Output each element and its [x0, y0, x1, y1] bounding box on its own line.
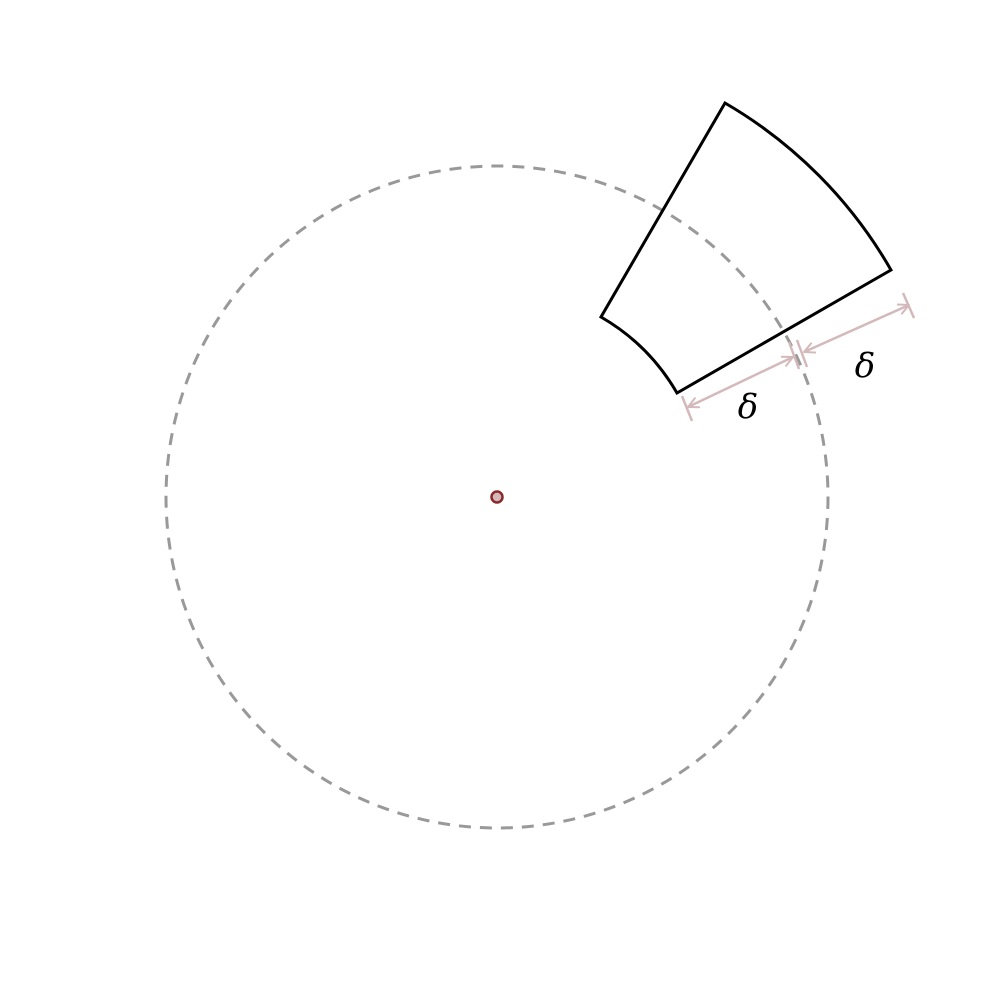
reference-circle	[164, 164, 830, 830]
outer-delta-tick-start	[795, 339, 809, 368]
inner-delta-arrow	[687, 355, 794, 409]
outer-delta-arrow	[803, 303, 910, 354]
outer-delta-dimension: δ	[795, 292, 916, 386]
center-point	[490, 490, 504, 504]
inner-delta-tick-end	[787, 341, 801, 370]
inner-delta-label: δ	[738, 387, 758, 427]
inner-delta-tick-start	[680, 395, 694, 422]
outer-delta-label: δ	[855, 346, 875, 386]
annular-sector	[598, 100, 894, 396]
inner-delta-dimension: δ	[680, 341, 801, 427]
